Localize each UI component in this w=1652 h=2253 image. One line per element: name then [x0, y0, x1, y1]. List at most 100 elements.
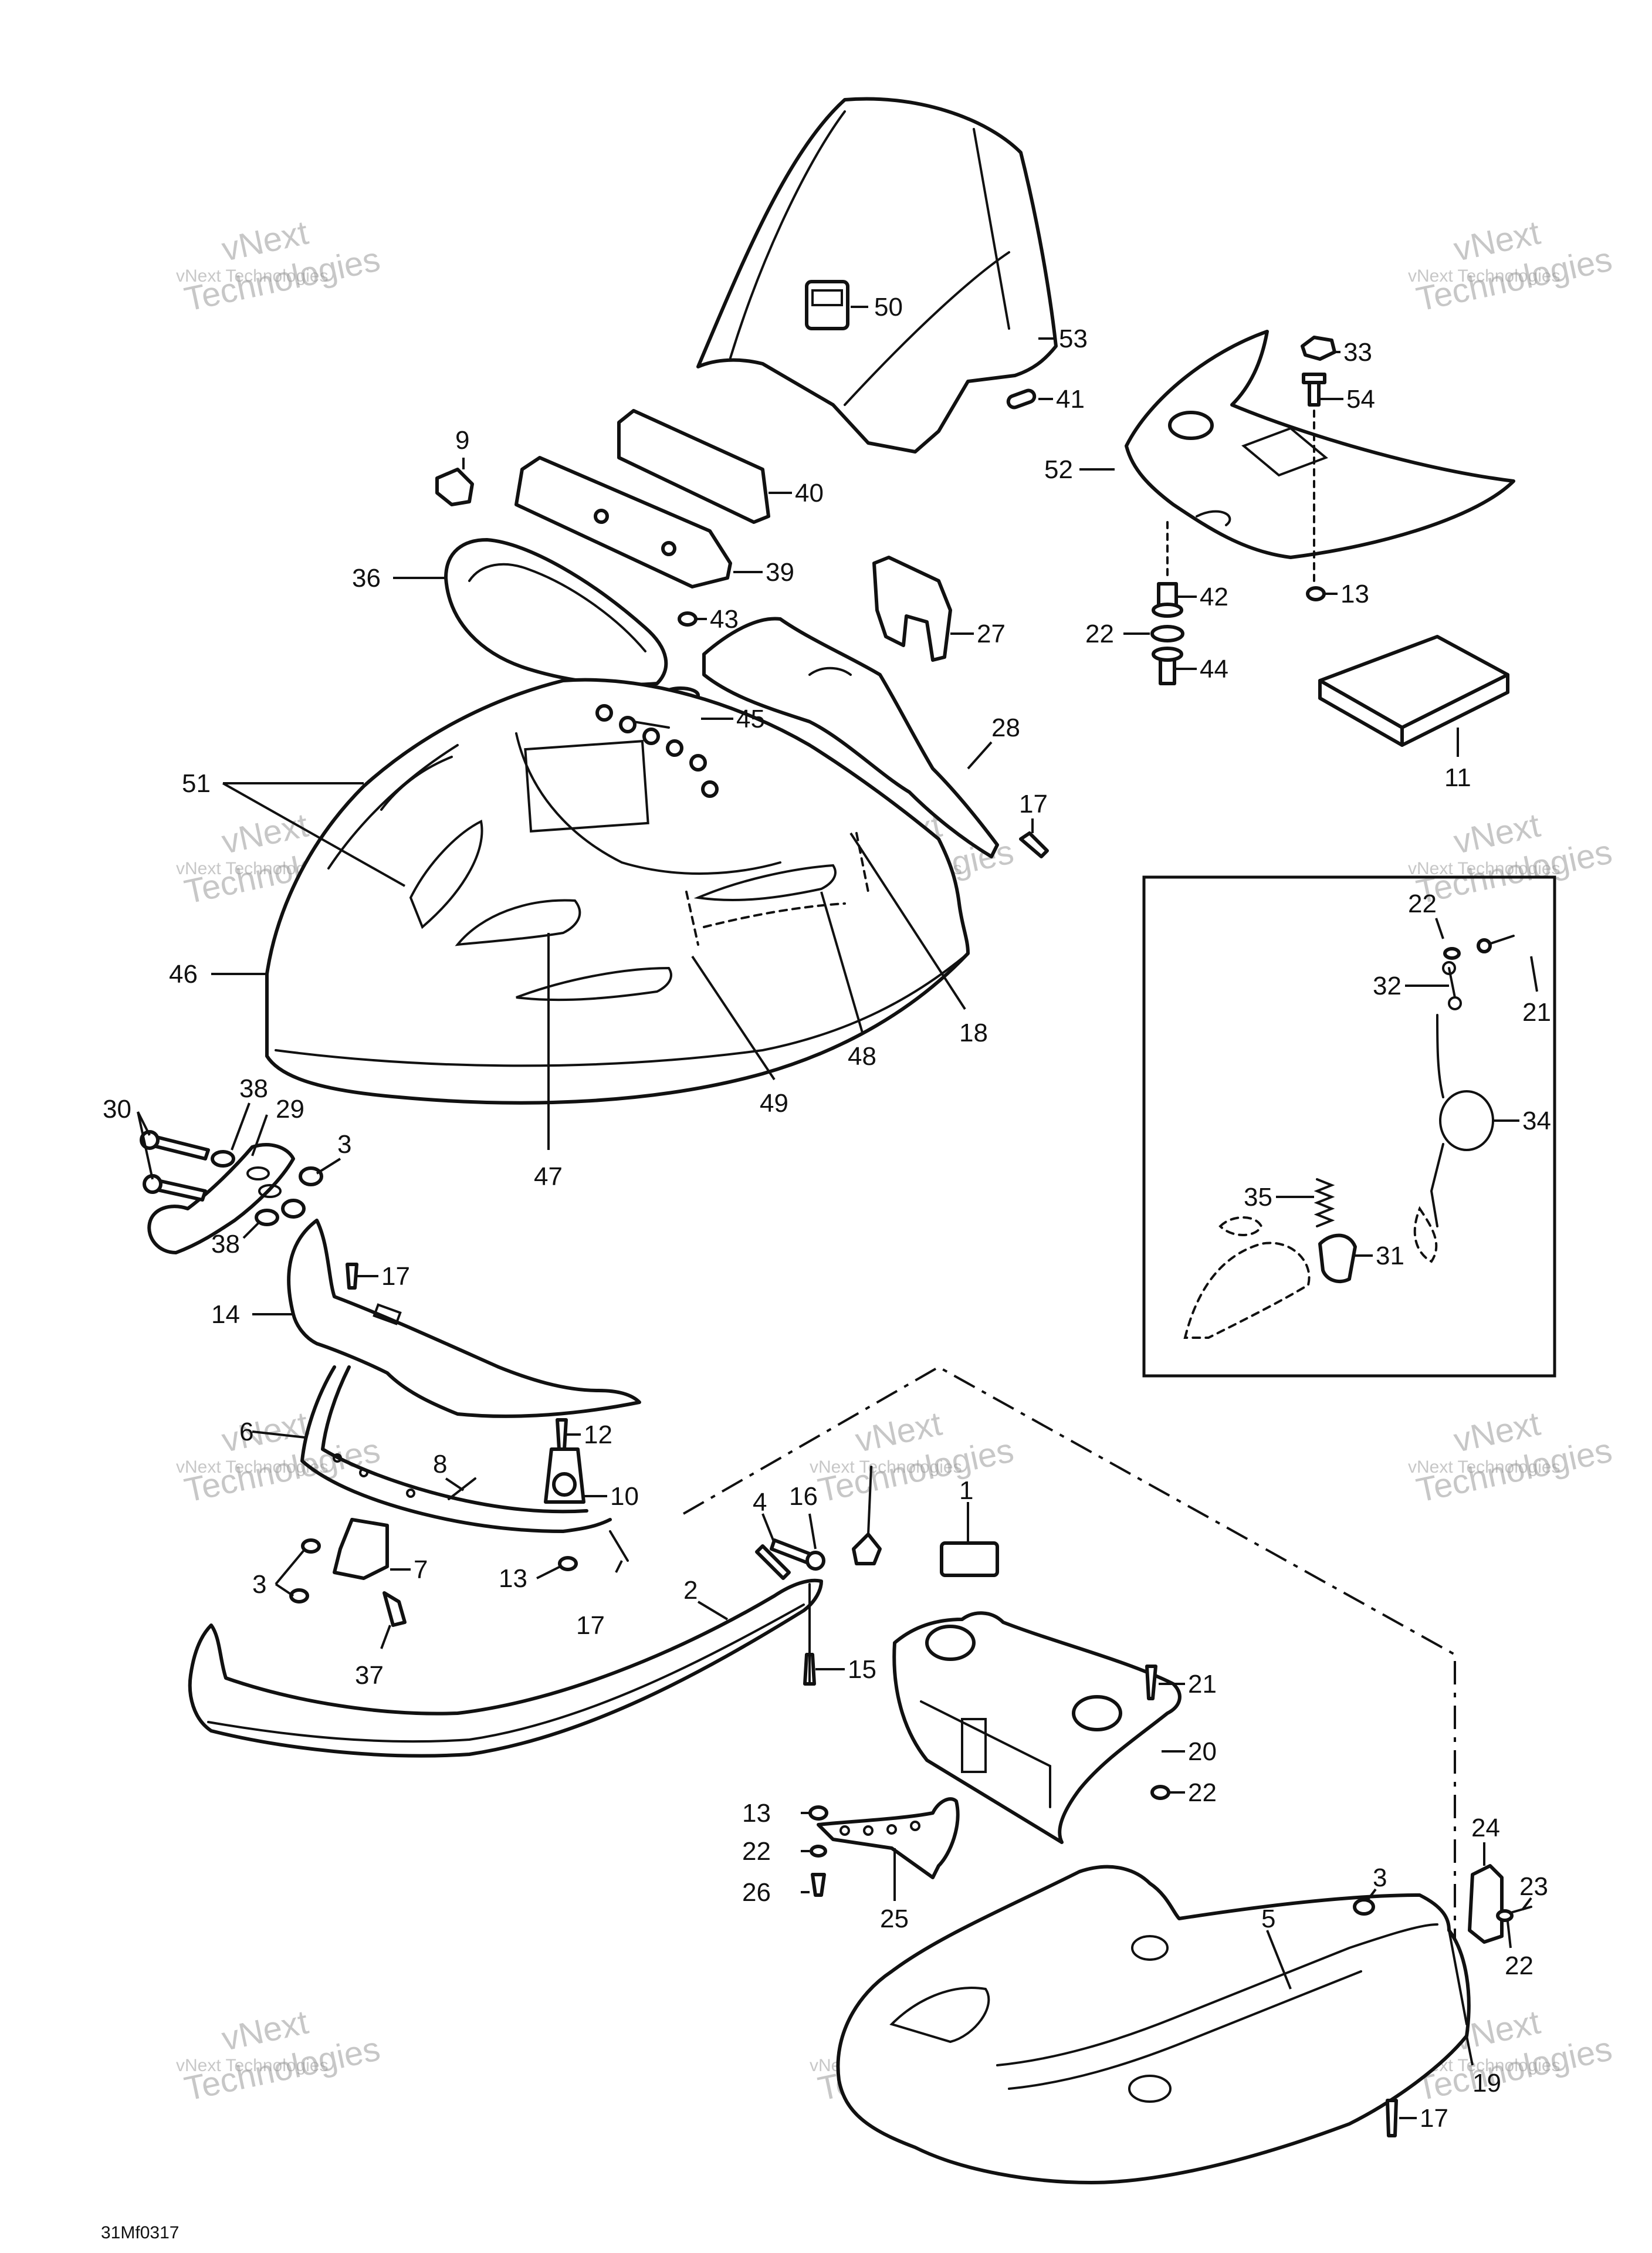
watermark: vNext Technologies vNext Technologies [176, 1405, 383, 1510]
callout-9: 9 [455, 426, 469, 455]
rubber-cap [1301, 336, 1336, 361]
callout-22: 22 [1188, 1778, 1217, 1807]
screw [1152, 647, 1183, 685]
callout-45: 45 [736, 705, 765, 733]
washer [1150, 1785, 1170, 1800]
callout-40: 40 [795, 479, 824, 508]
bracket [435, 468, 474, 506]
callout-22: 22 [1505, 1951, 1533, 1980]
callout-36: 36 [352, 564, 381, 593]
rear-panel [1125, 330, 1515, 559]
svg-text:vNext Technologies: vNext Technologies [176, 2056, 329, 2075]
screw [346, 1263, 358, 1290]
callout-24: 24 [1471, 1814, 1500, 1842]
screw [556, 1418, 568, 1451]
callout-17: 17 [1019, 790, 1048, 818]
washer [1150, 625, 1184, 642]
rivet [1145, 1665, 1157, 1700]
callout-28: 28 [991, 713, 1020, 742]
rivet [1006, 388, 1037, 410]
bracket [333, 1518, 389, 1580]
washer [810, 1845, 827, 1858]
callout-21: 21 [1188, 1670, 1217, 1699]
callout-30: 30 [103, 1095, 131, 1124]
callout-23: 23 [1519, 1872, 1548, 1901]
svg-text:vNext Technologies: vNext Technologies [176, 1457, 329, 1477]
nut [281, 1199, 306, 1219]
callout-22: 22 [1085, 620, 1114, 648]
nut [299, 1166, 323, 1186]
windshield [696, 97, 1058, 454]
callout-13: 13 [742, 1799, 771, 1828]
watermark: vNext Technologies vNext Technologies [810, 1405, 1017, 1510]
callout-17: 17 [1420, 2104, 1448, 2133]
callout-22: 22 [742, 1837, 771, 1866]
watermark: vNext Technologies vNext Technologies [1408, 214, 1615, 319]
callout-3: 3 [337, 1130, 351, 1159]
lever [1318, 1233, 1357, 1283]
rivet [1019, 831, 1049, 858]
foam-block [1318, 635, 1509, 747]
callout-15: 15 [848, 1655, 876, 1684]
callout-27: 27 [977, 620, 1006, 648]
callout-12: 12 [584, 1420, 612, 1449]
callout-25: 25 [880, 1904, 909, 1933]
callout-14: 14 [211, 1300, 240, 1329]
callout-3: 3 [252, 1570, 266, 1599]
washer [255, 1209, 279, 1226]
callout-21: 21 [1522, 998, 1551, 1027]
windshield-clip [805, 280, 849, 330]
bolt [140, 1130, 210, 1202]
callout-49: 49 [760, 1089, 788, 1118]
callout-1: 1 [959, 1476, 973, 1505]
callout-4: 4 [753, 1488, 767, 1517]
callout-10: 10 [610, 1482, 639, 1511]
callout-16: 16 [789, 1482, 818, 1511]
callout-43: 43 [710, 605, 739, 634]
callout-38: 38 [211, 1230, 240, 1259]
grommet [1152, 582, 1183, 618]
glove-box [444, 538, 668, 686]
grab-handle [147, 1143, 295, 1254]
callout-33: 33 [1343, 338, 1372, 367]
callout-31: 31 [1376, 1241, 1404, 1270]
link [1442, 961, 1462, 1010]
callout-7: 7 [414, 1555, 428, 1584]
nut [1306, 586, 1326, 601]
nut [558, 1556, 578, 1571]
callout-35: 35 [1244, 1183, 1272, 1212]
side-panel [702, 617, 999, 858]
callout-5: 5 [1261, 1904, 1275, 1933]
callout-51: 51 [182, 769, 211, 798]
callout-19: 19 [1472, 2069, 1501, 2098]
callout-52: 52 [1044, 455, 1073, 484]
assembly-outline [683, 1365, 1456, 1971]
callout-39: 39 [766, 558, 794, 587]
callout-44: 44 [1200, 655, 1228, 684]
belly-pan [836, 1865, 1471, 2184]
screw [1509, 1906, 1532, 1914]
callout-13: 13 [1340, 580, 1369, 608]
bumper [300, 1365, 612, 1533]
screw [770, 1538, 825, 1571]
callout-50: 50 [874, 293, 903, 322]
svg-text:vNext Technologies: vNext Technologies [1408, 1457, 1560, 1477]
callout-20: 20 [1188, 1737, 1217, 1766]
clip [852, 1533, 882, 1565]
svg-text:vNext Technologies: vNext Technologies [1408, 859, 1560, 878]
callout-6: 6 [239, 1418, 253, 1446]
washer [1496, 1909, 1514, 1922]
watermark: vNext Technologies vNext Technologies [176, 2003, 383, 2109]
watermark: vNext Technologies vNext Technologies [1408, 1405, 1615, 1510]
svg-text:vNext Technologies: vNext Technologies [176, 266, 329, 286]
storage-compartment [892, 1611, 1182, 1844]
spring [1314, 1178, 1335, 1227]
pad [617, 409, 770, 524]
callout-17: 17 [381, 1262, 410, 1291]
guard [1468, 1864, 1504, 1944]
nut [289, 1588, 309, 1604]
callout-53: 53 [1059, 324, 1088, 353]
inset-box [1142, 875, 1556, 1378]
callout-42: 42 [1200, 583, 1228, 611]
